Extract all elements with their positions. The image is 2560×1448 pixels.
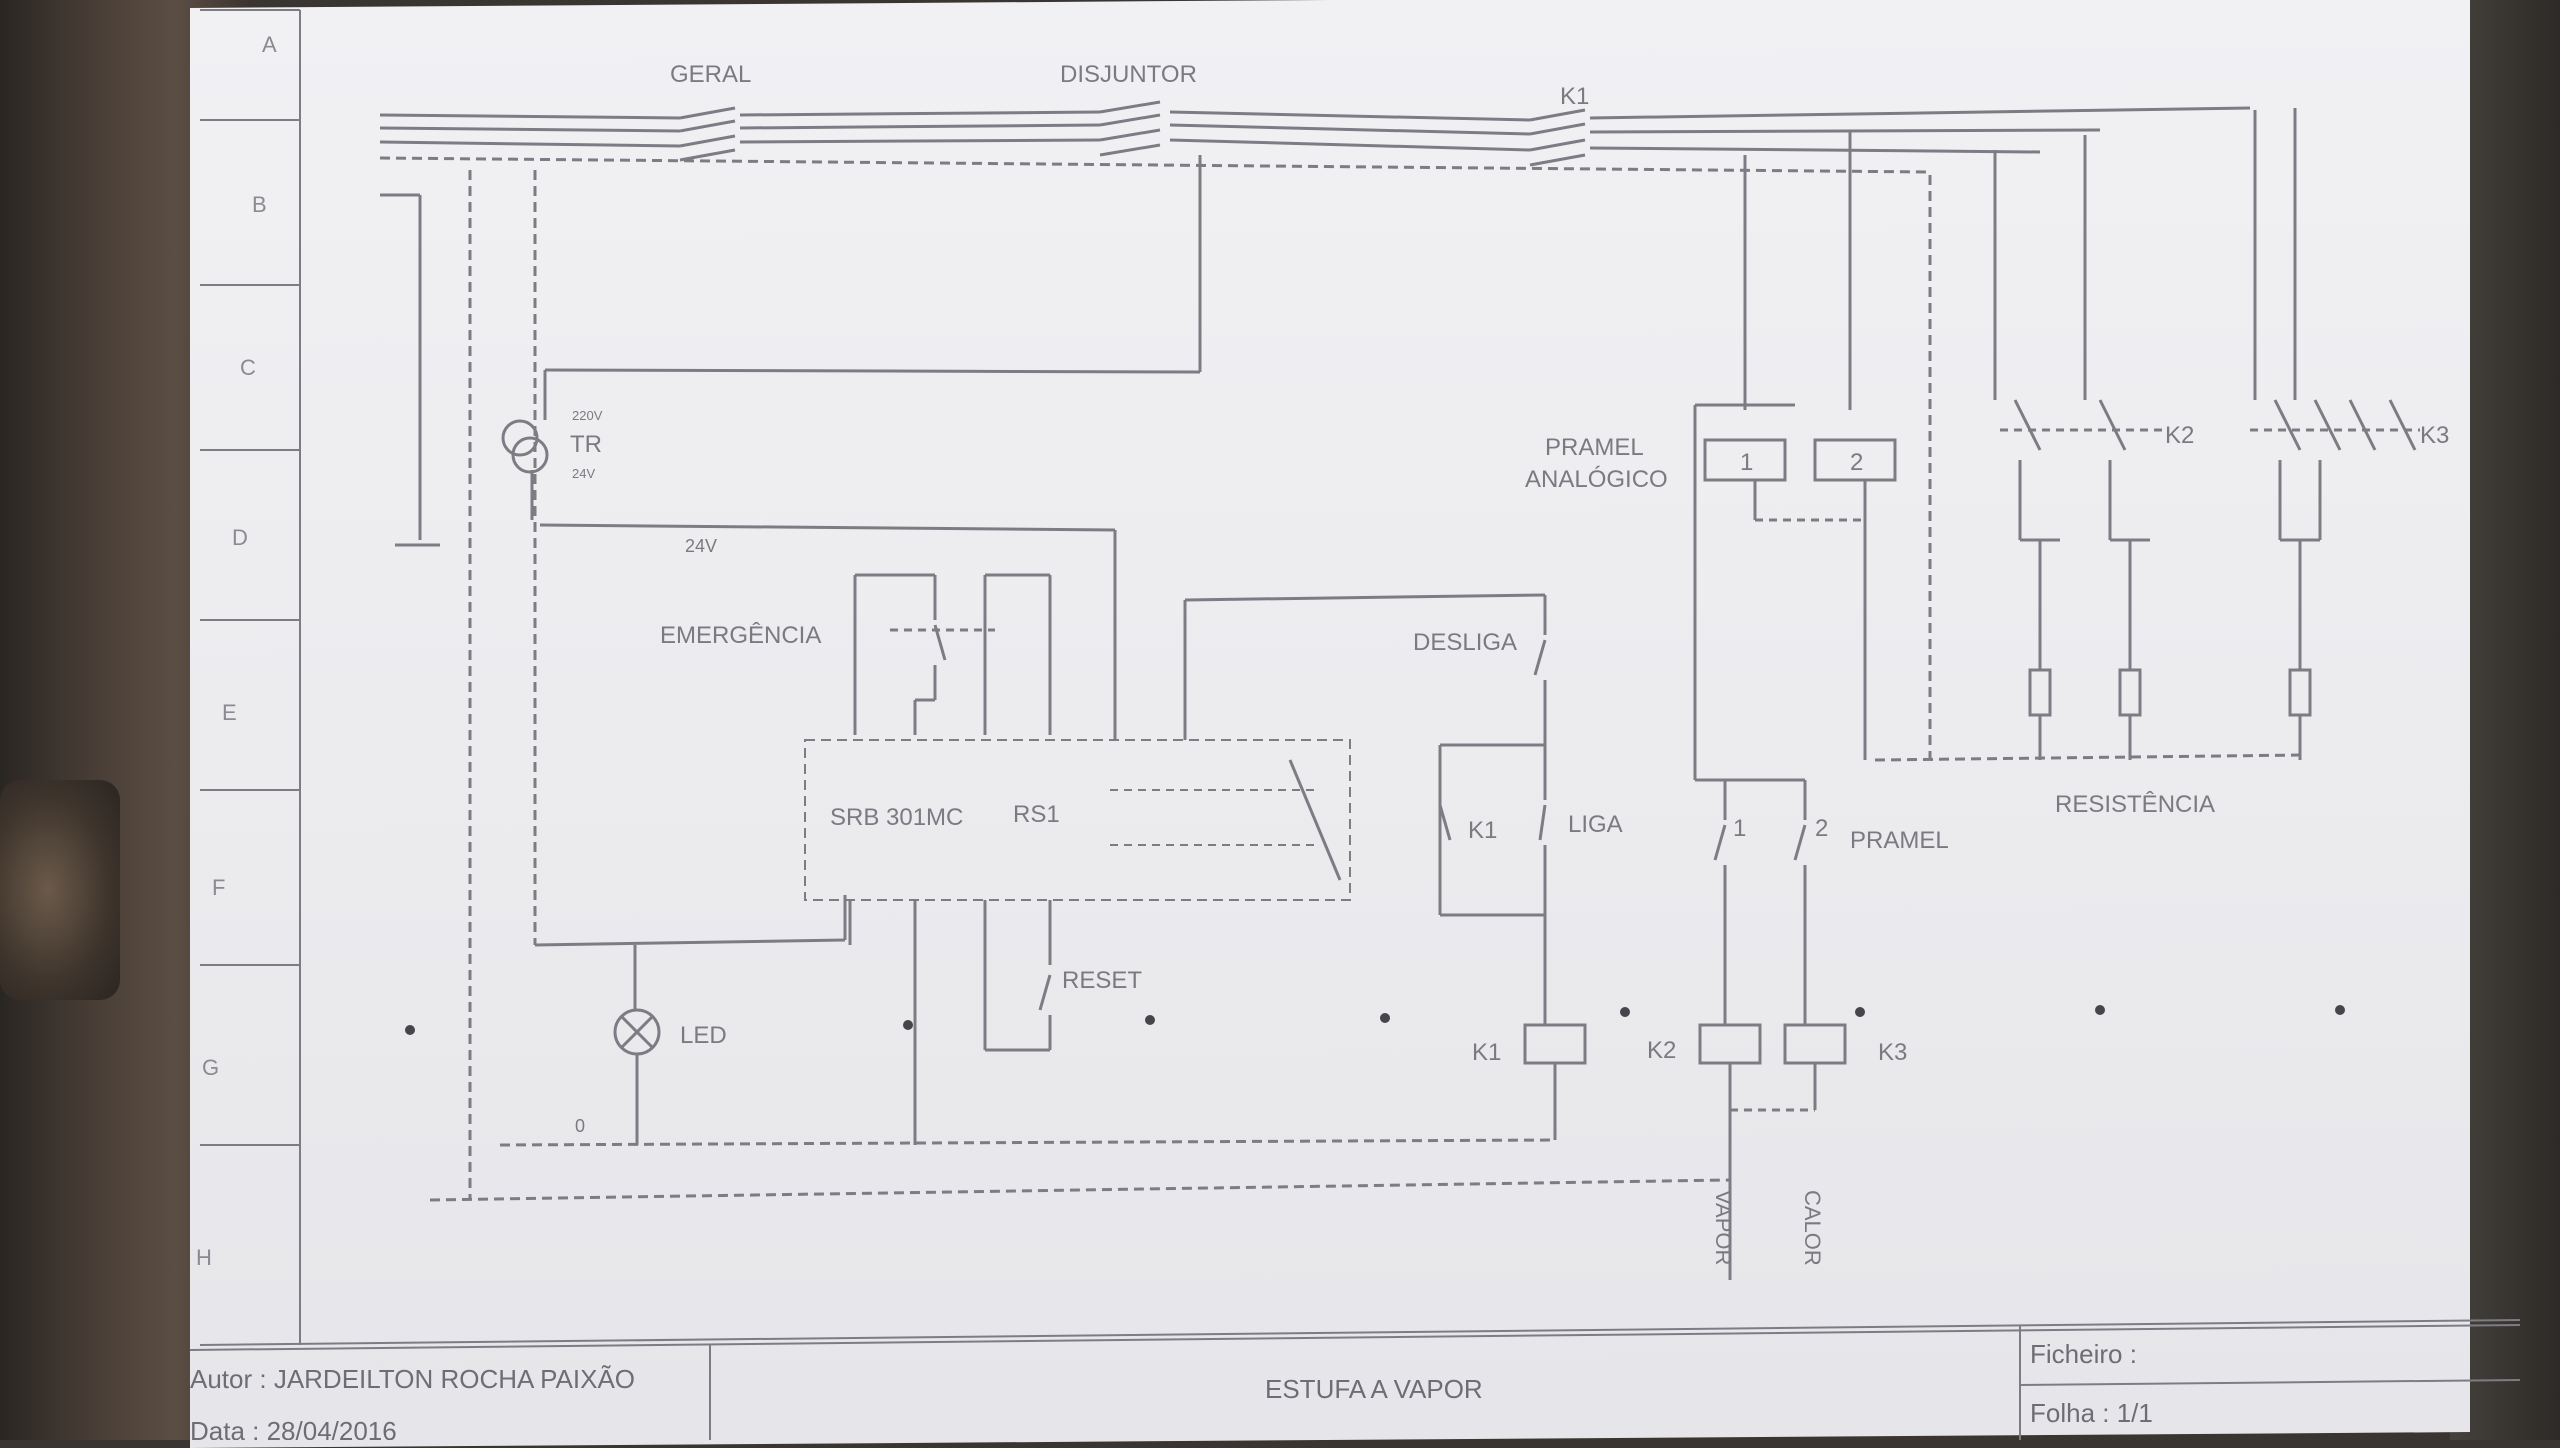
label-liga: LIGA	[1568, 811, 1623, 838]
label-srb: SRB 301MC	[830, 804, 963, 831]
title-block: Autor : JARDEILTON ROCHA PAIXÃO Data : 2…	[190, 1339, 2153, 1440]
zone-g: G	[202, 1055, 219, 1080]
title-ficheiro: Ficheiro :	[2030, 1339, 2137, 1369]
zone-c: C	[240, 355, 256, 380]
label-coil-k1: K1	[1472, 1039, 1501, 1066]
label-k3: K3	[2420, 422, 2449, 449]
title-titulo: ESTUFA A VAPOR	[1265, 1374, 1483, 1404]
label-disjuntor: DISJUNTOR	[1060, 61, 1197, 88]
label-vapor: VAPOR	[1711, 1190, 1736, 1265]
label-calor: CALOR	[1800, 1190, 1825, 1266]
zone-e: E	[222, 700, 237, 725]
label-coil-k2: K2	[1647, 1037, 1676, 1064]
label-k1-top: K1	[1560, 83, 1589, 110]
label-reset: RESET	[1062, 967, 1142, 994]
zone-f: F	[212, 875, 225, 900]
dots	[405, 1005, 2345, 1035]
label-geral: GERAL	[670, 61, 751, 88]
label-zero: 0	[575, 1116, 585, 1136]
title-folha: Folha : 1/1	[2030, 1398, 2153, 1428]
wiring	[189, 9, 2521, 1440]
title-autor: Autor : JARDEILTON ROCHA PAIXÃO	[190, 1364, 635, 1394]
label-pramel-contact-1: 1	[1733, 815, 1746, 842]
label-coil-k3: K3	[1878, 1039, 1907, 1066]
zone-b: B	[252, 192, 267, 217]
label-resistencia: RESISTÊNCIA	[2055, 791, 2215, 818]
label-desliga: DESLIGA	[1413, 629, 1517, 656]
label-pramel: PRAMEL	[1850, 827, 1949, 854]
label-tr: TR	[570, 431, 602, 458]
label-pramel-analogico-2: ANALÓGICO	[1525, 466, 1668, 493]
bolt-photo	[0, 780, 120, 1000]
label-k1-aux: K1	[1468, 817, 1497, 844]
zone-a: A	[262, 32, 277, 57]
label-pramel-ch1: 1	[1740, 449, 1753, 476]
labels: GERAL DISJUNTOR K1 TR 220V 24V 24V PRAME…	[570, 61, 2449, 1266]
label-pramel-ch2: 2	[1850, 449, 1863, 476]
label-pramel-contact-2: 2	[1815, 815, 1828, 842]
title-data: Data : 28/04/2016	[190, 1416, 397, 1440]
label-led: LED	[680, 1022, 727, 1049]
label-pramel-analogico-1: PRAMEL	[1545, 434, 1644, 461]
label-24v: 24V	[685, 536, 717, 556]
label-k2: K2	[2165, 422, 2194, 449]
zone-letters: A B C D E F G H	[196, 32, 277, 1270]
label-tr-secondary: 24V	[572, 466, 595, 481]
label-emergencia: EMERGÊNCIA	[660, 622, 821, 649]
zone-h: H	[196, 1245, 212, 1270]
label-tr-primary: 220V	[572, 408, 603, 423]
zone-d: D	[232, 525, 248, 550]
label-rs1: RS1	[1013, 801, 1060, 828]
